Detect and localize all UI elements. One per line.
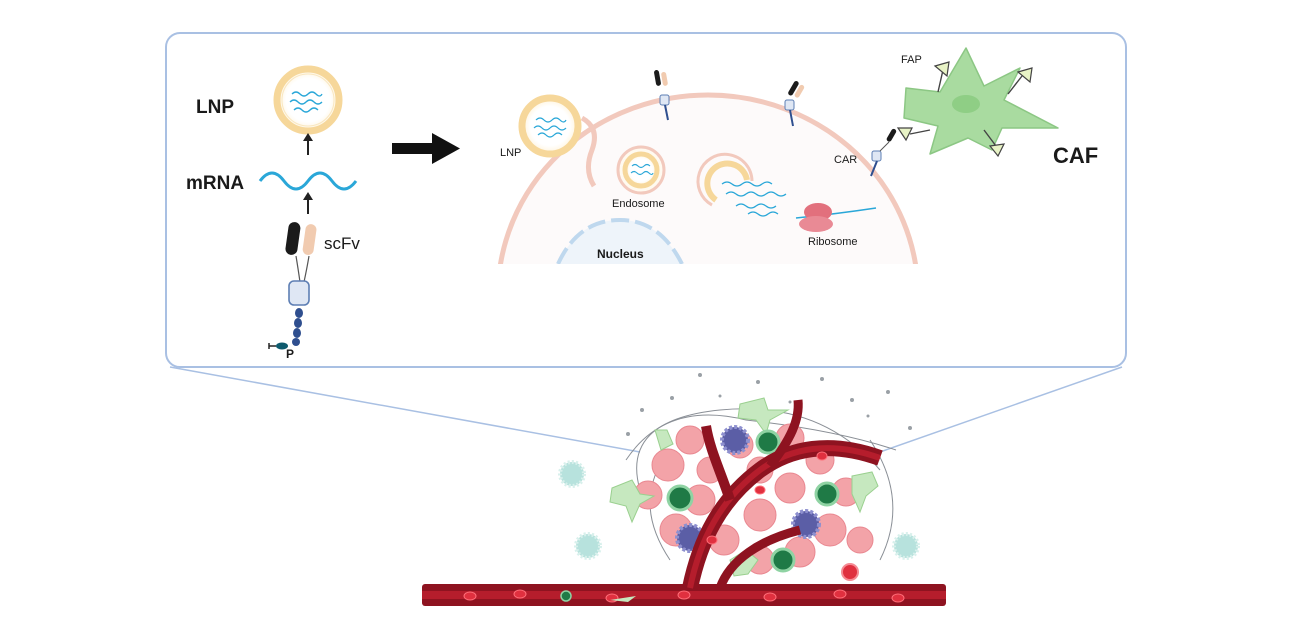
label-caf: CAF: [1053, 143, 1098, 168]
label-nucleus: Nucleus: [597, 247, 644, 261]
mrna-release: [696, 152, 787, 217]
blood-vessel: [422, 399, 946, 606]
tumor-microenvironment: [422, 373, 946, 606]
nucleus: [556, 217, 684, 264]
membrane-car-1: [654, 69, 670, 121]
endosome: [616, 145, 666, 195]
transmembrane-domain: [288, 280, 310, 306]
membrane-car-3: [870, 141, 890, 177]
label-endosome: Endosome: [612, 198, 665, 210]
lnp-particle-left: [273, 65, 343, 135]
label-mrna: mRNA: [186, 173, 244, 194]
ribosome: [795, 203, 877, 232]
arrow-right-icon: [392, 133, 460, 164]
label-car: CAR: [834, 154, 857, 166]
label-lnp: LNP: [196, 97, 234, 118]
mrna-strand: [258, 171, 358, 191]
t-cells: [666, 429, 840, 573]
construct-pathway: LNP mRNA scFv P: [186, 65, 360, 361]
particles: [626, 373, 912, 436]
free-cells: [558, 460, 920, 560]
caf-cell: [886, 47, 1059, 158]
phospho-group: [276, 342, 288, 350]
fap-antigen: [896, 127, 913, 142]
scfv-light-chain: [302, 224, 317, 255]
lnp-particle-cell: [518, 94, 582, 158]
fap-antigen: [1016, 67, 1033, 84]
label-fap: FAP: [901, 54, 922, 66]
car-construct: [268, 222, 317, 350]
membrane-car-2: [784, 80, 805, 127]
label-lnp-cell: LNP: [500, 147, 521, 159]
label-scfv: scFv: [324, 234, 360, 253]
zoom-line-left: [169, 366, 641, 453]
label-phospho: P: [286, 347, 294, 361]
zoom-line-right: [879, 366, 1123, 453]
macrophages: [675, 425, 821, 553]
arrow-up-icon: [303, 192, 313, 214]
scfv-heavy-chain: [285, 222, 301, 255]
fap-antigen: [933, 61, 950, 78]
fap-antigen: [988, 143, 1006, 158]
label-ribosome: Ribosome: [808, 236, 858, 248]
arrow-up-icon: [303, 133, 313, 155]
